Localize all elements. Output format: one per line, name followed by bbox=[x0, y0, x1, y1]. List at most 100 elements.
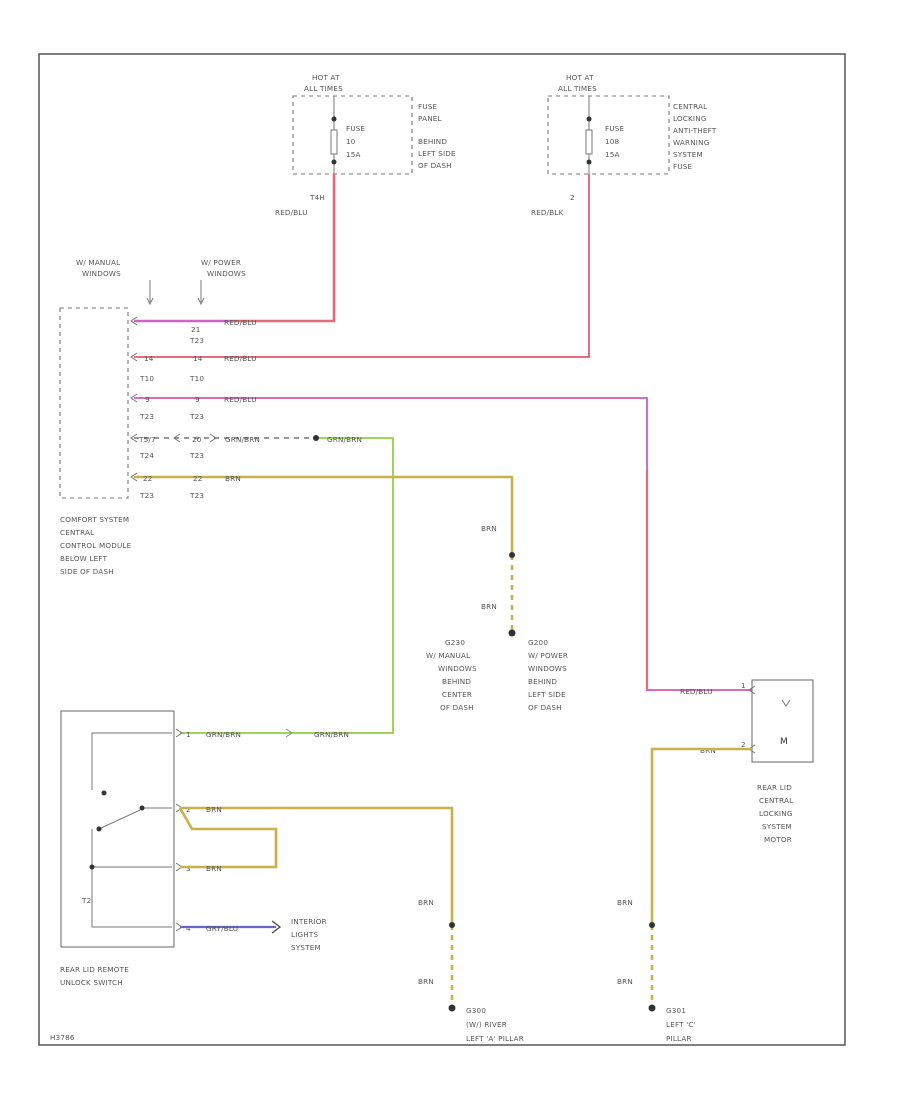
wire-brn-switch-loop bbox=[178, 807, 278, 869]
ccm-row2-pin-a: 9 bbox=[145, 395, 150, 404]
ccm-row3-conn-b: T23 bbox=[189, 451, 204, 460]
fuse-left-loc-2: BEHIND bbox=[418, 137, 447, 146]
fuse-left-number: 10 bbox=[346, 137, 356, 146]
motor-pin2: 2 bbox=[741, 740, 746, 749]
window-labels: W/ MANUAL WINDOWS W/ POWER WINDOWS bbox=[76, 258, 246, 306]
ccm-row2-wire: RED/BLU bbox=[224, 395, 257, 404]
fuse-right-amps: 15A bbox=[605, 150, 620, 159]
gbl-wire-top: BRN bbox=[418, 898, 434, 907]
fuse-right-fuse: FUSE bbox=[605, 124, 625, 133]
g200-2: WINDOWS bbox=[528, 664, 567, 673]
ccm-label-2: CONTROL MODULE bbox=[60, 541, 132, 550]
ccm-row2-conn-a: T23 bbox=[139, 412, 154, 421]
ccm-row3-conn-a: T24 bbox=[139, 451, 154, 460]
fuse-right-loc-1: LOCKING bbox=[673, 114, 707, 123]
label-power-windows-0: W/ POWER bbox=[201, 258, 241, 267]
ccm-label-3: BELOW LEFT bbox=[60, 554, 108, 563]
ccm-row1-pin-b: 14 bbox=[193, 354, 203, 363]
ccm-row0-pin-b: 21 bbox=[191, 325, 201, 334]
ccm-row1-conn-b: T10 bbox=[189, 374, 204, 383]
ccm-label-1: CENTRAL bbox=[60, 528, 94, 537]
g230-0: G230 bbox=[445, 638, 465, 647]
ccm-row3-wire: GRN/BRN bbox=[225, 435, 260, 444]
g200-0: G200 bbox=[528, 638, 548, 647]
switch-pin-1: 1 bbox=[186, 730, 191, 739]
g230-4: CENTER bbox=[442, 690, 472, 699]
gbr-label-1: LEFT 'C' bbox=[666, 1020, 696, 1029]
switch-wire-1-cont: GRN/BRN bbox=[314, 730, 349, 739]
fuse-right-wire: RED/BLK bbox=[531, 208, 564, 217]
interior-lights-0: INTERIOR bbox=[291, 917, 327, 926]
switch-pin-2: 2 bbox=[186, 805, 191, 814]
motor-label-2: LOCKING bbox=[759, 809, 793, 818]
wire-brn-ccm-22 bbox=[134, 475, 514, 555]
label-power-windows-1: WINDOWS bbox=[207, 269, 246, 278]
fuse-right-hot-sub: ALL TIMES bbox=[558, 84, 597, 93]
wire-brn-switch-2 bbox=[180, 806, 454, 925]
ground-center: BRN BRN G230 W/ MANUAL WINDOWS BEHIND CE… bbox=[426, 524, 568, 712]
fuse-right-circuit: 2 bbox=[570, 193, 575, 202]
gbr-label-2: PILLAR bbox=[666, 1034, 692, 1043]
switch-wire-1: GRN/BRN bbox=[206, 730, 241, 739]
wire-grn-brn bbox=[180, 437, 394, 734]
interior-lights-1: LIGHTS bbox=[291, 930, 318, 939]
motor-label-3: SYSTEM bbox=[762, 822, 792, 831]
motor-symbol: M bbox=[780, 737, 788, 747]
fuse-left-hot-sub: ALL TIMES bbox=[304, 84, 343, 93]
comfort-control-module bbox=[59, 307, 129, 499]
motor-wire-in: RED/BLU bbox=[680, 687, 713, 696]
ccm-row0-conn-b: T23 bbox=[189, 336, 204, 345]
motor-pin1: 1 bbox=[741, 681, 746, 690]
wire-red-blk-fuse108 bbox=[134, 174, 590, 358]
fuse-left-loc-3: LEFT SIDE bbox=[418, 149, 456, 158]
switch-pin-4: 4 bbox=[186, 924, 191, 933]
g200-4: LEFT SIDE bbox=[528, 690, 566, 699]
gbr-wire-bottom: BRN bbox=[617, 977, 633, 986]
gbr-wire-top: BRN bbox=[617, 898, 633, 907]
ccm-row4-pin-a: 22 bbox=[143, 474, 153, 483]
ccm-row3-pin-a: T5/7 bbox=[138, 435, 156, 444]
gbl-wire-bottom: BRN bbox=[418, 977, 434, 986]
g230-5: OF DASH bbox=[440, 703, 474, 712]
switch-wire-4: GRY/BLU bbox=[206, 924, 238, 933]
fuse-left-fuse: FUSE bbox=[346, 124, 366, 133]
gbl-label-1: (W/) RIVER bbox=[466, 1020, 507, 1029]
fuse-right: HOT AT ALL TIMES FUSE 108 15A CENTRAL LO… bbox=[531, 73, 717, 217]
ccm-row4-conn-b: T23 bbox=[189, 491, 204, 500]
diagram-code: H3786 bbox=[50, 1033, 75, 1042]
fuse-left-loc-1: PANEL bbox=[418, 114, 442, 123]
fuse-left-loc-4: OF DASH bbox=[418, 161, 452, 170]
fuse-left-amps: 15A bbox=[346, 150, 361, 159]
switch-wire-3: BRN bbox=[206, 864, 222, 873]
ccm-row2-pin-b: 9 bbox=[195, 395, 200, 404]
fuse-right-loc-3: WARNING bbox=[673, 138, 709, 147]
switch-wire-2: BRN bbox=[206, 805, 222, 814]
switch-connector-mark: T2 bbox=[81, 896, 91, 905]
wire-brn-motor-ground bbox=[650, 747, 752, 925]
fuse-left-wire: RED/BLU bbox=[275, 208, 308, 217]
motor-wire-gnd: BRN bbox=[700, 746, 716, 755]
switch-label-0: REAR LID REMOTE bbox=[60, 965, 129, 974]
ccm-label-4: SIDE OF DASH bbox=[60, 567, 114, 576]
ccm-row1-conn-a: T10 bbox=[139, 374, 154, 383]
label-manual-windows-0: W/ MANUAL bbox=[76, 258, 120, 267]
g230-1: W/ MANUAL bbox=[426, 651, 470, 660]
ground-bottom-right: BRN BRN G301 LEFT 'C' PILLAR bbox=[617, 898, 696, 1043]
switch-pin-3: 3 bbox=[186, 864, 191, 873]
gbl-label-2: LEFT 'A' PILLAR bbox=[466, 1034, 524, 1043]
motor-label-0: REAR LID bbox=[757, 783, 792, 792]
gbr-label-0: G301 bbox=[666, 1006, 686, 1015]
ccm-row4-wire: BRN bbox=[225, 474, 241, 483]
ccm-label-0: COMFORT SYSTEM bbox=[60, 515, 129, 524]
ccm-pins: 21 T23 RED/BLU 14 T10 14 T10 RED/BLU 9 T… bbox=[130, 316, 362, 500]
g230-2: WINDOWS bbox=[438, 664, 477, 673]
g200-5: OF DASH bbox=[528, 703, 562, 712]
ccm-row1-pin-a: 14 bbox=[144, 354, 154, 363]
g200-1: W/ POWER bbox=[528, 651, 568, 660]
rear-lid-motor: 1 2 M RED/BLU BRN REAR LID CENTRAL LOCKI… bbox=[680, 679, 814, 844]
fuse-left-hot: HOT AT bbox=[312, 73, 340, 82]
ccm-row2-conn-b: T23 bbox=[189, 412, 204, 421]
fuse-right-loc-5: FUSE bbox=[673, 162, 693, 171]
diagram-frame bbox=[38, 53, 846, 1046]
ccm-row4-pin-b: 22 bbox=[193, 474, 203, 483]
